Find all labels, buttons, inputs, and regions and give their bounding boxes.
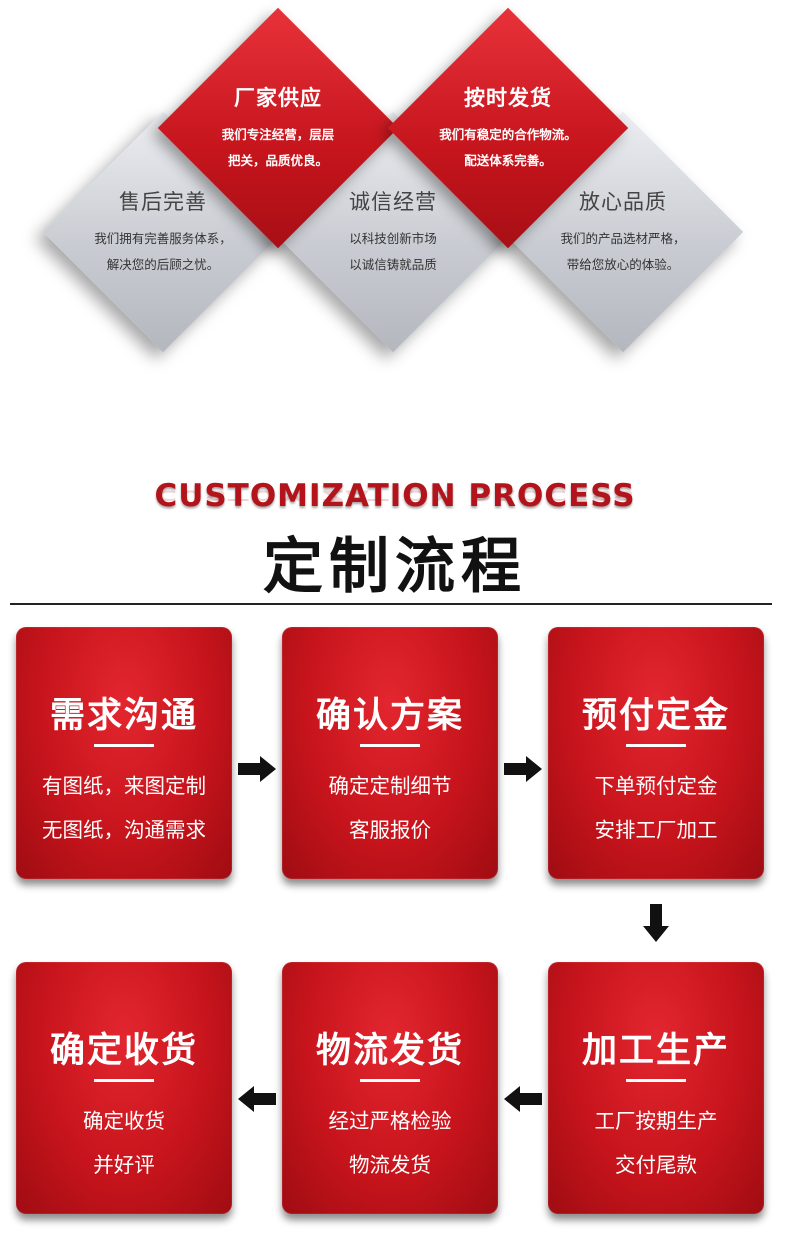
- step-desc-line: 工厂按期生产: [594, 1109, 718, 1133]
- step-underline: [94, 744, 154, 747]
- step-title: 确认方案: [315, 696, 464, 736]
- step-card-confirm-receipt: 确定收货 确定收货 并好评: [16, 962, 232, 1214]
- step-card-requirements: 需求沟通 有图纸，来图定制 无图纸，沟通需求: [16, 627, 232, 879]
- divider: [10, 603, 772, 605]
- step-desc-line: 物流发货: [349, 1153, 431, 1177]
- step-desc-line: 无图纸，沟通需求: [42, 818, 206, 842]
- diamond-title: 诚信经营: [349, 190, 437, 214]
- diamond-desc-line: 解决您的后顾之忧。: [106, 257, 220, 272]
- step-card-deposit: 预付定金 下单预付定金 安排工厂加工: [548, 627, 764, 879]
- step-title: 需求沟通: [49, 696, 198, 736]
- step-desc-line: 客服报价: [349, 818, 431, 842]
- diamond-title: 厂家供应: [234, 86, 322, 110]
- diamond-title: 售后完善: [119, 190, 207, 214]
- diamond-quality: 放心品质 我们的产品选材严格， 带给您放心的体验。: [502, 111, 744, 353]
- step-title: 确定收货: [49, 1031, 198, 1071]
- diamond-desc-line: 配送体系完善。: [464, 153, 552, 168]
- diamond-desc-line: 把关，品质优良。: [227, 153, 328, 168]
- step-desc-line: 经过严格检验: [328, 1109, 452, 1133]
- heading-english: CUSTOMIZATION PROCESS: [154, 478, 636, 514]
- heading-chinese: 定制流程: [263, 532, 527, 602]
- step-underline: [626, 744, 686, 747]
- arrow-down-icon: [643, 904, 669, 942]
- diamond-title: 放心品质: [579, 190, 667, 214]
- step-desc-line: 有图纸，来图定制: [42, 774, 206, 798]
- step-underline: [360, 744, 420, 747]
- diamond-desc-line: 我们拥有完善服务体系，: [94, 231, 232, 246]
- diamond-desc-line: 以科技创新市场: [349, 231, 437, 246]
- step-title: 加工生产: [581, 1031, 730, 1071]
- diamond-desc-line: 以诚信铸就品质: [349, 257, 437, 272]
- diamond-after-sales: 售后完善 我们拥有完善服务体系， 解决您的后顾之忧。: [42, 111, 284, 353]
- step-desc-line: 确定定制细节: [328, 774, 452, 798]
- diamond-desc-line: 我们的产品选材严格，: [560, 231, 686, 246]
- step-underline: [94, 1079, 154, 1082]
- step-title: 预付定金: [581, 696, 730, 736]
- step-underline: [626, 1079, 686, 1082]
- diamond-desc-line: 我们专注经营，层层: [221, 127, 335, 142]
- step-card-shipping: 物流发货 经过严格检验 物流发货: [282, 962, 498, 1214]
- step-desc-line: 下单预付定金: [594, 774, 718, 798]
- step-title: 物流发货: [315, 1031, 464, 1071]
- diamond-title: 按时发货: [464, 86, 552, 110]
- diamond-on-time-delivery: 按时发货 我们有稳定的合作物流。 配送体系完善。: [387, 7, 629, 249]
- step-desc-line: 并好评: [93, 1153, 155, 1177]
- step-desc-line: 安排工厂加工: [594, 818, 718, 842]
- diamond-desc-line: 我们有稳定的合作物流。: [439, 127, 577, 142]
- step-desc-line: 交付尾款: [615, 1153, 697, 1177]
- step-underline: [360, 1079, 420, 1082]
- arrow-right-icon: [238, 756, 276, 782]
- arrow-right-icon: [504, 756, 542, 782]
- diamond-factory-supply: 厂家供应 我们专注经营，层层 把关，品质优良。: [157, 7, 399, 249]
- step-desc-line: 确定收货: [83, 1109, 165, 1133]
- arrow-left-icon: [238, 1086, 276, 1112]
- arrow-left-icon: [504, 1086, 542, 1112]
- diamond-desc-line: 带给您放心的体验。: [566, 257, 680, 272]
- step-card-production: 加工生产 工厂按期生产 交付尾款: [548, 962, 764, 1214]
- diamond-integrity: 诚信经营 以科技创新市场 以诚信铸就品质: [272, 111, 514, 353]
- step-card-confirm-plan: 确认方案 确定定制细节 客服报价: [282, 627, 498, 879]
